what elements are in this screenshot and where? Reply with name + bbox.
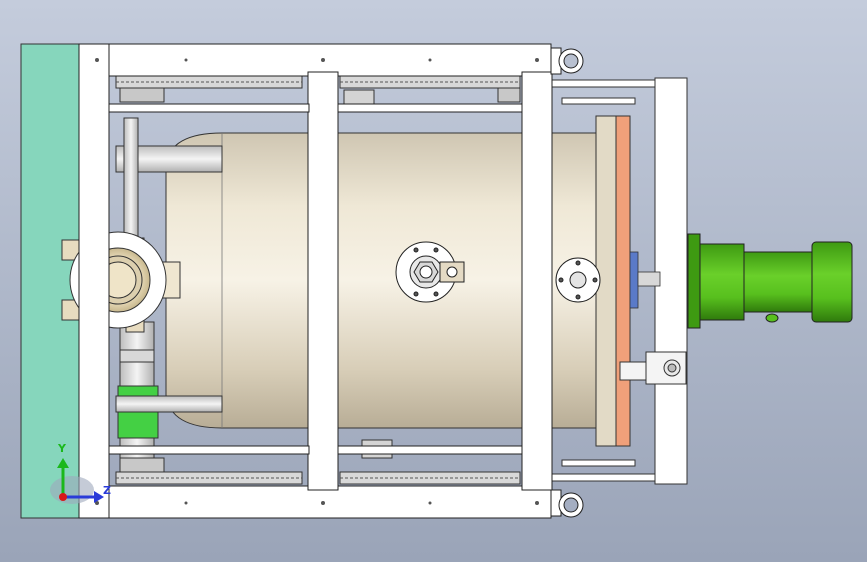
flange-plate [615, 115, 631, 447]
support-frame [78, 43, 553, 519]
lower-inlet-pipe [115, 321, 223, 463]
upper-outlet-pipe [115, 117, 223, 269]
tank-vessel [165, 132, 601, 429]
frame-bolts [95, 58, 539, 505]
side-port-flange [555, 257, 601, 303]
lifting-eye-bottom [550, 489, 584, 518]
drive-motor [687, 233, 853, 329]
sensor-bracket [619, 351, 687, 385]
center-port-flange [395, 241, 465, 303]
coordinate-triad [50, 458, 104, 504]
lifting-eye-top [550, 47, 584, 75]
axis-label-z: Z [103, 484, 111, 497]
axis-label-y: Y [58, 442, 66, 455]
